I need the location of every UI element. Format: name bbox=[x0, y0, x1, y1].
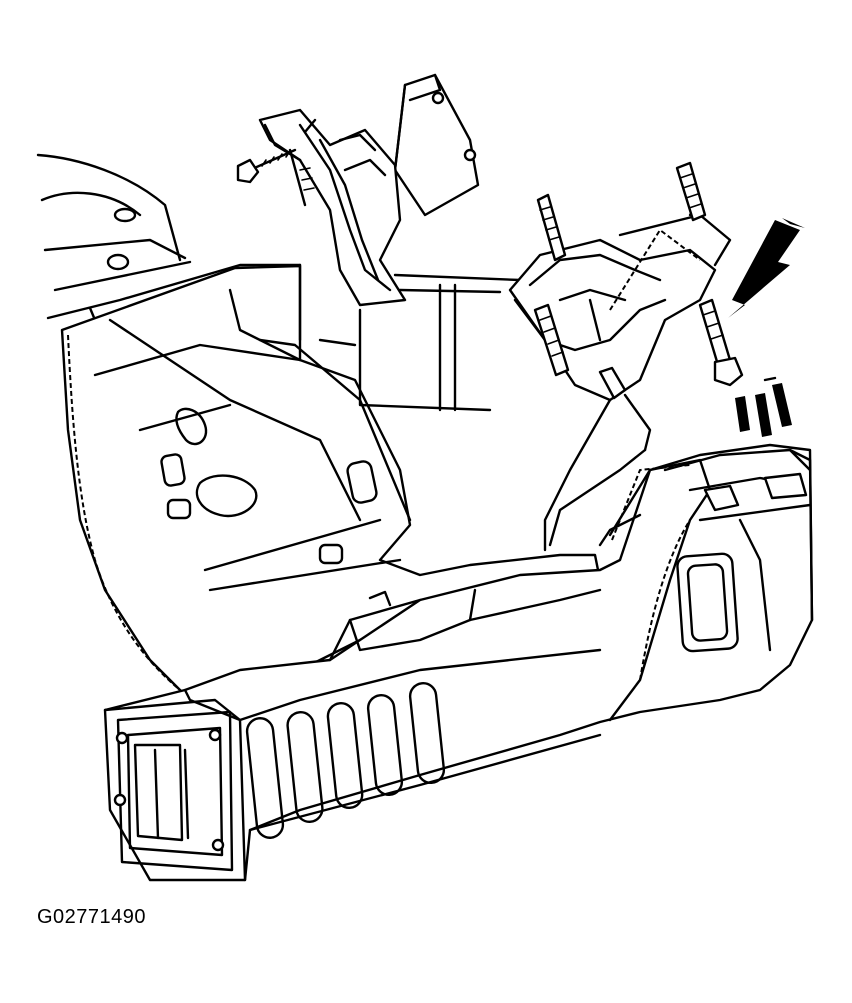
hatch-marks-icon bbox=[735, 376, 792, 437]
mount-linkage bbox=[548, 448, 647, 547]
arrow-down-left-icon bbox=[728, 218, 805, 318]
body-panel bbox=[36, 153, 302, 322]
right-engine-mount bbox=[508, 161, 744, 552]
frame-rail bbox=[103, 443, 814, 882]
figure-code: G02771490 bbox=[37, 906, 147, 928]
left-engine-mount bbox=[236, 73, 522, 412]
